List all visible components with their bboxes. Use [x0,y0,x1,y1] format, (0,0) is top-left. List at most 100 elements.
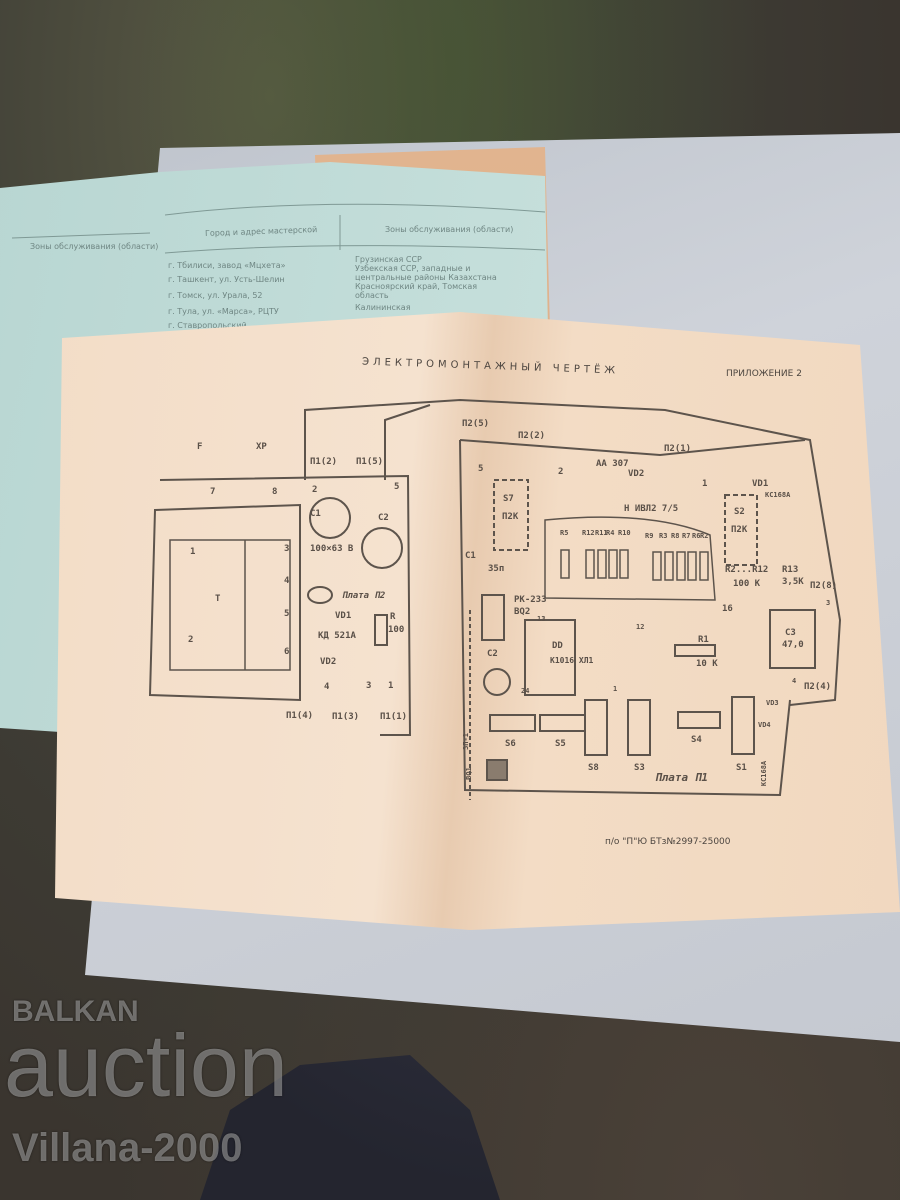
label-r2-r12: R2...R12 [725,565,769,575]
label-zp1: ЗП-1 [461,733,470,750]
label-35p: 35п [488,564,505,574]
label-10k: 10 К [696,659,718,669]
booklet-zone: Грузинская ССР [355,255,422,264]
pin-2: 2 [558,467,564,477]
label-p1-1: П1(1) [380,712,408,722]
watermark-line3: Villana-2000 [12,1126,243,1170]
label-p2-5: П2(5) [462,419,490,429]
label-k1016: К1016 ХЛ1 [550,656,594,665]
label-c3: C3 [785,628,796,638]
label-p2k: П2К [502,512,519,522]
label-p1-4: П1(4) [286,711,314,721]
label-100k: 100 К [733,579,761,589]
label-r: R [390,612,396,622]
label-vd3: VD3 [766,699,779,707]
pin-1: 1 [190,547,196,557]
booklet-address: г. Ташкент, ул. Усть-Шелин [168,275,285,284]
pin-7: 7 [210,487,216,497]
label-kd521a: КД 521А [318,631,356,641]
booklet-address: г. Тула, ул. «Марса», РЦТУ [168,307,279,316]
label-ks168a: КС168А [765,491,791,499]
label-r7: R7 [682,532,691,540]
label-p1-3: П1(3) [332,712,360,722]
booklet-zone: Калининская [355,303,411,312]
label-s1: S1 [736,763,747,773]
label-p2-4: П2(4) [804,682,832,692]
label-p2-1: П2(1) [664,444,692,454]
label-p2-8: П2(8) [810,581,838,591]
pin-24: 24 [521,687,530,695]
booklet-zone: центральные районы Казахстана [355,273,497,282]
label-bq2: ВQ2 [514,607,531,617]
label-r9: R9 [645,532,654,540]
label-r10: R10 [618,529,631,537]
label-c1: C1 [465,551,476,561]
print-footer: п/о "П"Ю БТз№2997-25000 [605,837,731,847]
label-ks168a-2: КС168А [760,760,769,787]
label-s5: S5 [555,739,566,749]
label-aa307: АА 307 [596,459,629,469]
label-rk233: РК-233 [514,595,547,605]
label-vd1: VD1 [335,611,352,621]
label-3-5k: 3,5К [782,577,804,587]
label-r6: R6 [692,532,701,540]
pin-5: 5 [284,609,290,619]
pin-16: 16 [722,604,733,614]
pin-4: 4 [284,576,290,586]
pin-2: 2 [188,635,194,645]
label-p1-2: П1(2) [310,457,338,467]
pin-1: 1 [613,685,618,693]
label-r3: R3 [659,532,668,540]
label-100: 100 [388,625,405,635]
label-t: Т [215,594,221,604]
label-r4: R4 [606,529,615,537]
pin-6: 6 [284,647,290,657]
pin-8: 8 [272,487,278,497]
label-vd2: VD2 [320,657,337,667]
pin-1: 1 [388,681,394,691]
label-s6: S6 [505,739,516,749]
label-c2: C2 [378,513,389,523]
label-r13: R13 [782,565,799,575]
label-dd: DD [552,641,563,651]
pin-3: 3 [826,599,831,607]
watermark-line2: auction [4,1016,288,1115]
label-r5: R5 [560,529,569,537]
pin-4: 4 [792,677,797,685]
label-r2: R2 [700,532,709,540]
booklet-zone: область [355,291,389,300]
label-board-p2: Плата П2 [342,591,386,601]
label-bq1: ВQ1 [464,767,473,780]
label-p2-2: П2(2) [518,431,546,441]
label-r11: R11 [595,529,608,537]
booklet-address: г. Ставропольский [168,321,247,330]
booklet-zone: Узбекская ССР, западные и [355,264,471,273]
booklet-col-zones: Зоны обслуживания (области) [385,225,514,234]
label-vd4: VD4 [758,721,771,729]
label-r8: R8 [671,532,680,540]
label-s8: S8 [588,763,599,773]
label-p2k-2: П2К [731,525,748,535]
pin-3: 3 [284,544,290,554]
label-p1-5: П1(5) [356,457,384,467]
label-s3: S3 [634,763,645,773]
label-capacitance: 100×63 В [310,544,354,554]
label-c1: C1 [310,509,321,519]
label-c2: C2 [487,649,498,659]
booklet-left-header: Зоны обслуживания (области) [30,242,159,251]
label-r1: R1 [698,635,709,645]
appendix-label: ПРИЛОЖЕНИЕ 2 [726,369,802,379]
pin-13: 13 [537,615,546,623]
pin-5: 5 [478,464,484,474]
booklet-zone: Красноярский край, Томская [355,282,478,291]
pin-5: 5 [394,482,400,492]
watermark-line1: BALKAN [12,995,139,1028]
pin-4: 4 [324,682,330,692]
pin-2: 2 [312,485,318,495]
booklet-address: г. Томск, ул. Урала, 52 [168,291,263,300]
label-f: F [197,442,203,452]
booklet-address: г. Тбилиси, завод «Мцхета» [168,261,286,270]
label-s4: S4 [691,735,702,745]
